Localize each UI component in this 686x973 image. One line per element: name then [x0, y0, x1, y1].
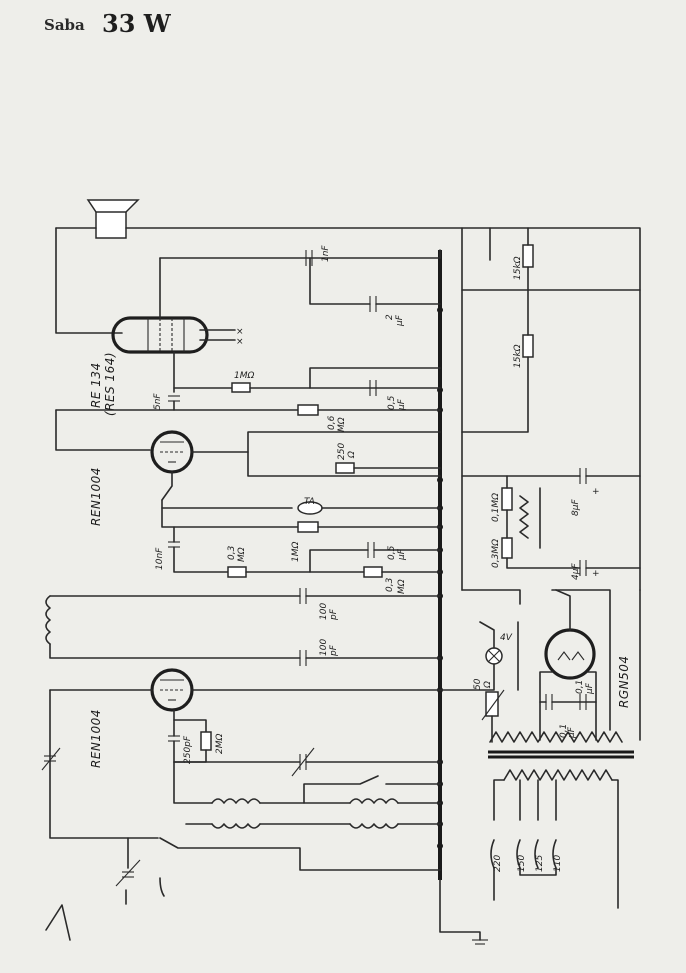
label-r-2m: 2MΩ	[215, 734, 225, 754]
model-label: 33 W	[102, 9, 172, 38]
top-wiring	[55, 227, 641, 591]
label-tap-110: 110	[553, 855, 563, 872]
label-c-05uf-a: 0,5	[387, 395, 397, 410]
loudspeaker-icon	[86, 199, 140, 239]
label-c-100pf-b: 100	[319, 639, 329, 656]
label-c-4uf: 4μF	[571, 563, 581, 580]
label-c-05uf-a-unit: μF	[397, 398, 407, 411]
label-r-1m-a: 1MΩ	[291, 542, 301, 562]
svg-text:+: +	[592, 569, 600, 579]
antenna-earth	[45, 877, 488, 945]
label-r-15k-a: 15kΩ	[513, 256, 523, 280]
tube-rf	[49, 668, 441, 733]
label-r-06m-unit: MΩ	[337, 417, 347, 432]
tube-output: ××	[111, 316, 244, 354]
label-r-03m-b: 0,3	[385, 577, 395, 592]
label-r-03m-c: 0,3MΩ	[491, 539, 501, 568]
label-c-5nf: 5nF	[153, 393, 163, 410]
label-r-50: 50	[473, 678, 483, 690]
label-r-01m: 0,1MΩ	[491, 493, 501, 522]
label-c-8uf: 8μF	[571, 499, 581, 516]
label-c-2uf-unit: μF	[395, 314, 405, 327]
grid-network-output	[168, 367, 441, 411]
resistor-06m	[55, 404, 441, 451]
brand-label: Saba	[44, 16, 85, 34]
label-c-05uf-b: 0,5	[387, 545, 397, 560]
label-c-05uf-b-unit: μF	[397, 548, 407, 561]
label-tap-150: 150	[517, 855, 527, 872]
label-r-250: 250	[337, 443, 347, 460]
label-tube-rectifier: RGN504	[617, 655, 631, 708]
label-tube-output: RE 134	[89, 362, 103, 408]
power-supply: ++	[461, 227, 641, 605]
mains-transformer	[488, 731, 634, 909]
label-ta: TA	[304, 497, 315, 507]
label-r-03m-b-unit: MΩ	[397, 579, 407, 594]
label-tube-rf: REN1004	[89, 709, 103, 768]
label-c-100pf-b-unit: pF	[329, 644, 339, 657]
label-c-10nf: 10nF	[155, 547, 165, 570]
label-tube-detector: REN1004	[89, 467, 103, 526]
label-c-100pf-a-unit: pF	[329, 608, 339, 621]
label-c-01uf-a-unit: μF	[567, 726, 577, 739]
label-r-15k-b: 15kΩ	[513, 344, 523, 368]
tuning-section	[41, 689, 441, 887]
label-r-50-unit: Ω	[483, 681, 493, 689]
label-c-01uf-b-unit: μF	[585, 682, 595, 695]
label-c-01uf-b: 0,1	[575, 680, 585, 694]
label-c-250pf: 250pF	[183, 735, 193, 764]
reaction-coil	[45, 588, 441, 666]
label-r-250-unit: Ω	[347, 451, 357, 459]
label-c-2uf: 2	[385, 314, 395, 320]
label-r-03m-a-unit: MΩ	[237, 547, 247, 562]
label-c-1nf: 1nF	[321, 245, 331, 262]
label-tap-220: 220	[493, 855, 503, 872]
capacitor-2uf	[309, 257, 441, 312]
label-r-1m-out: 1MΩ	[234, 371, 254, 381]
label-c-100pf-a: 100	[319, 603, 329, 620]
label-r-06m: 0,6	[327, 415, 337, 430]
label-r-03m-a: 0,3	[227, 545, 237, 560]
tube-detector	[150, 430, 441, 501]
resistor-250	[335, 462, 441, 474]
label-tap-125: 125	[535, 855, 545, 872]
grid-network-detector	[168, 526, 441, 578]
svg-text:×: ×	[236, 327, 244, 337]
label-lamp-v: 4V	[500, 633, 513, 643]
label-c-01uf-a: 0,1	[559, 724, 569, 738]
tube-rectifier	[539, 589, 641, 741]
capacitor-1nf	[305, 250, 313, 266]
svg-text:+: +	[592, 487, 600, 497]
pickup-switch	[161, 499, 441, 533]
svg-text:×: ×	[236, 337, 244, 347]
rectifier-caps	[539, 694, 597, 710]
label-tube-output-alt: (RES 164)	[103, 352, 117, 416]
